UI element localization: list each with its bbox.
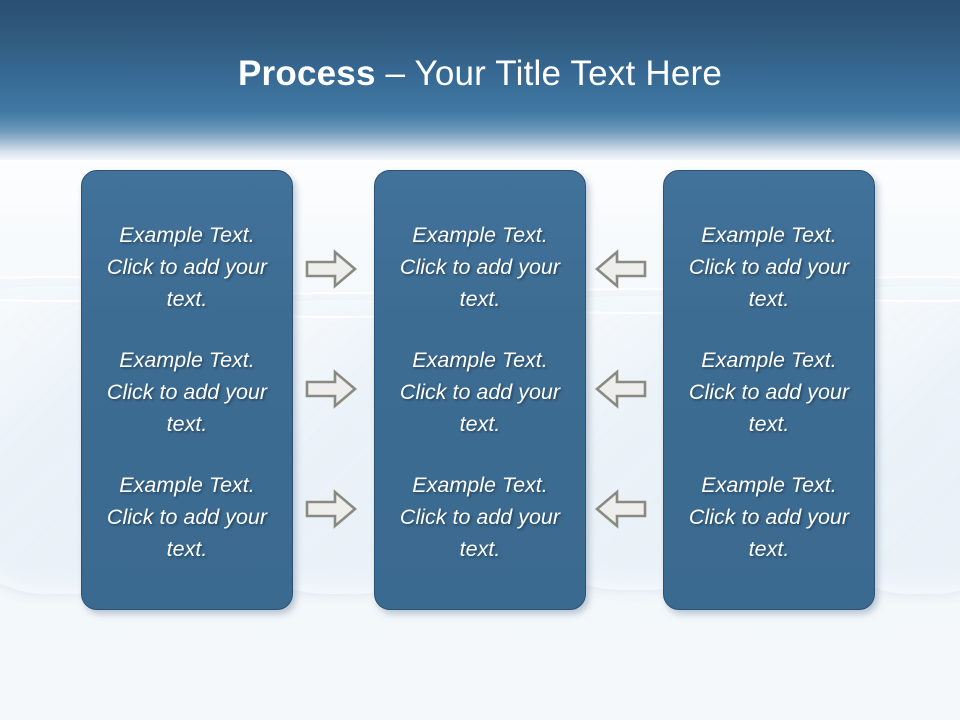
title-bold-part: Process: [238, 54, 376, 93]
process-cell[interactable]: Example Text. Click to add your text.: [688, 472, 850, 561]
process-column-3[interactable]: Example Text. Click to add your text. Ex…: [663, 170, 875, 610]
title-dash: –: [375, 54, 415, 93]
title-rest: Your Title Text Here: [414, 54, 722, 93]
process-column-2[interactable]: Example Text. Click to add your text. Ex…: [374, 170, 586, 610]
arrow-left-icon[interactable]: [595, 369, 647, 409]
process-cell[interactable]: Example Text. Click to add your text.: [106, 347, 268, 436]
arrow-left-icon[interactable]: [595, 249, 647, 289]
process-cell[interactable]: Example Text. Click to add your text.: [106, 472, 268, 561]
arrow-right-icon[interactable]: [305, 369, 357, 409]
process-cell[interactable]: Example Text. Click to add your text.: [399, 472, 561, 561]
process-cell[interactable]: Example Text. Click to add your text.: [399, 347, 561, 436]
process-cell[interactable]: Example Text. Click to add your text.: [399, 223, 561, 312]
arrow-right-icon[interactable]: [305, 489, 357, 529]
arrow-left-icon[interactable]: [595, 489, 647, 529]
slide-header-band: [0, 0, 960, 160]
process-cell[interactable]: Example Text. Click to add your text.: [688, 347, 850, 436]
process-column-1[interactable]: Example Text. Click to add your text. Ex…: [81, 170, 293, 610]
slide-title: Process – Your Title Text Here: [0, 52, 960, 96]
process-cell[interactable]: Example Text. Click to add your text.: [688, 223, 850, 312]
process-cell[interactable]: Example Text. Click to add your text.: [106, 223, 268, 312]
arrow-right-icon[interactable]: [305, 249, 357, 289]
